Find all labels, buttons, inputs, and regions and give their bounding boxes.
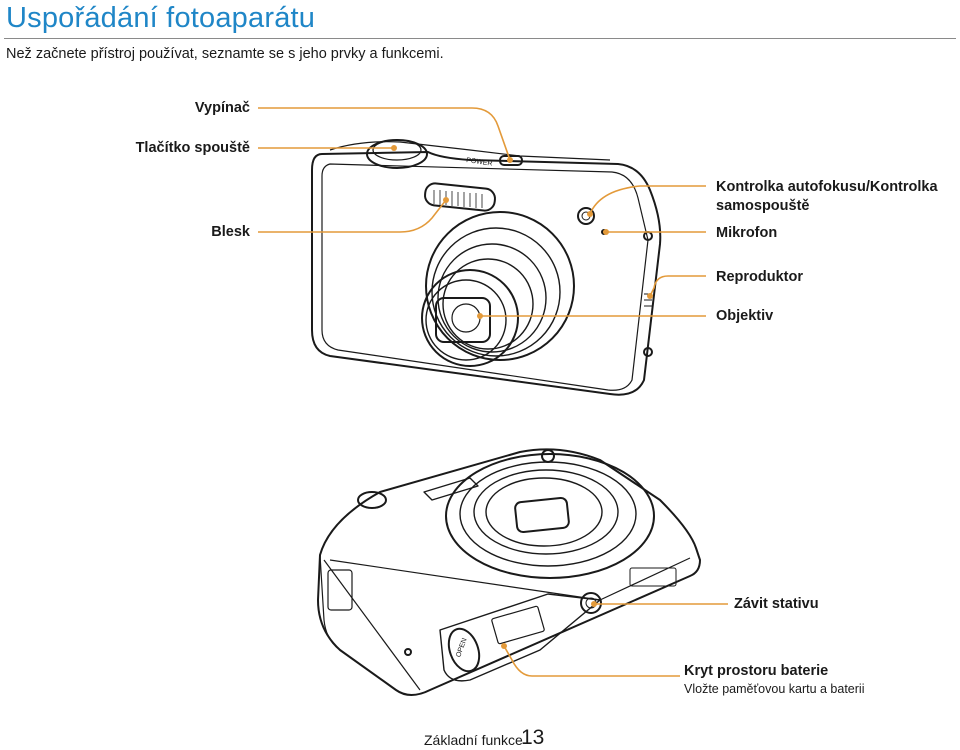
power-button-shape bbox=[499, 155, 523, 166]
power-engraving: POWER bbox=[466, 157, 493, 168]
bottom-plate bbox=[329, 557, 691, 601]
camera-front-body bbox=[311, 151, 662, 396]
leader-af bbox=[589, 185, 706, 215]
label-tripod: Závit stativu bbox=[734, 596, 819, 612]
label-af-lamp-line2: samospouště bbox=[716, 198, 810, 214]
label-shutter: Tlačítko spouště bbox=[135, 140, 250, 156]
bottom-lens bbox=[445, 453, 655, 579]
tripod-mount bbox=[580, 592, 602, 614]
leader-battery bbox=[503, 645, 680, 677]
leader-speaker bbox=[649, 275, 706, 297]
label-lens: Objektiv bbox=[716, 308, 774, 324]
label-battery-note: Vložte paměťovou kartu a baterii bbox=[684, 682, 865, 696]
label-battery-cover: Kryt prostoru baterie bbox=[684, 663, 829, 679]
leader-power bbox=[258, 107, 511, 161]
lens-barrel-outer bbox=[425, 211, 575, 361]
af-lamp-shape bbox=[577, 207, 595, 225]
leader-flash bbox=[258, 199, 447, 233]
battery-door bbox=[439, 593, 601, 682]
lens-window bbox=[435, 297, 491, 343]
label-speaker: Reproduktor bbox=[716, 269, 803, 285]
title-divider bbox=[4, 38, 956, 39]
footer-section-name: Základní funkce bbox=[424, 732, 523, 748]
open-engraving: OPEN bbox=[455, 637, 468, 658]
label-flash: Blesk bbox=[211, 224, 250, 240]
shutter-button-shape bbox=[366, 139, 428, 169]
page-subtitle: Než začnete přístroj používat, seznamte … bbox=[6, 46, 444, 62]
camera-front-inner bbox=[321, 163, 649, 391]
camera-bottom-body bbox=[317, 448, 701, 696]
label-power: Vypínač bbox=[194, 100, 250, 116]
flash-shape bbox=[424, 182, 496, 212]
label-af-lamp-line1: Kontrolka autofokusu/Kontrolka bbox=[716, 179, 938, 195]
label-microphone: Mikrofon bbox=[716, 225, 778, 241]
page-number: 13 bbox=[521, 726, 545, 749]
page-title: Uspořádání fotoaparátu bbox=[6, 2, 316, 34]
